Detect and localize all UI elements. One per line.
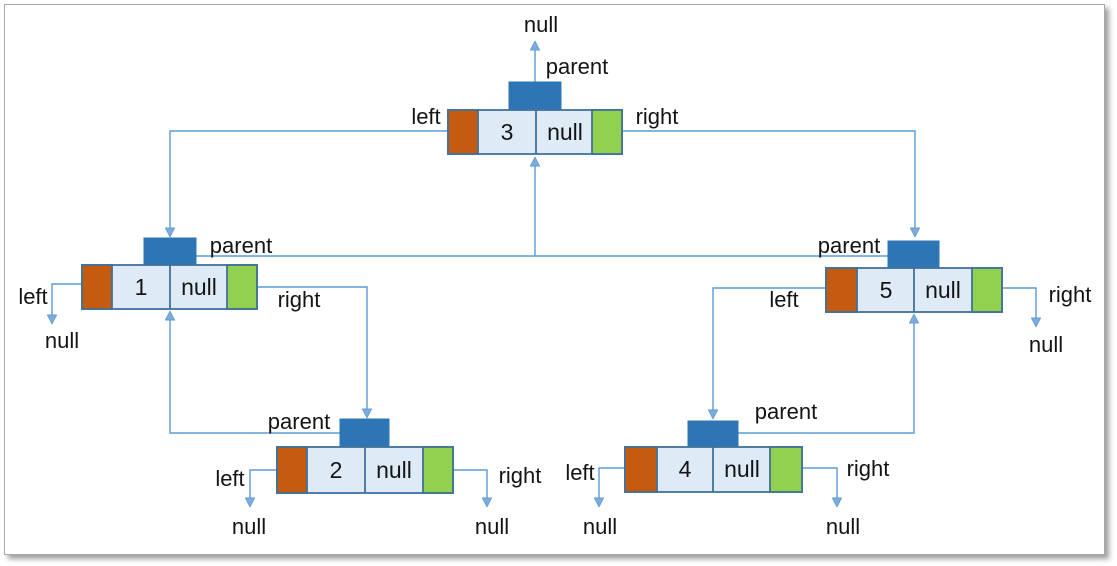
edge-node2-left-to-null xyxy=(244,469,277,508)
node4-left-label: left xyxy=(565,460,594,485)
edge-node4-right-to-null xyxy=(802,467,843,508)
node3-parent-null-label: null xyxy=(524,12,558,37)
node5-right-null-label: null xyxy=(1029,332,1063,357)
node2-left-null-label: null xyxy=(232,514,266,539)
node3-left-pointer-cell xyxy=(447,109,479,155)
node1-left-label: left xyxy=(18,284,47,309)
node4-parent-pointer-tab xyxy=(687,420,739,448)
node5-parent-pointer-tab xyxy=(887,240,940,269)
node1-right-label: right xyxy=(278,287,321,312)
node1-parent-pointer-tab xyxy=(143,237,197,266)
node3-value: 3 xyxy=(501,119,514,145)
edge-root-right-to-node5 xyxy=(622,130,921,238)
node3-left-label: left xyxy=(411,104,440,129)
node3-parent-pointer-tab xyxy=(508,81,562,111)
node1-left-pointer-cell xyxy=(81,264,113,310)
node5-parent-label: parent xyxy=(818,233,880,258)
node3-next-cell-text: null xyxy=(547,119,583,145)
edge-root-left-to-node1 xyxy=(164,130,448,238)
node1-right-pointer-cell xyxy=(226,264,258,310)
edge-node5-right-to-null xyxy=(1002,287,1042,328)
node1-left-null-label: null xyxy=(45,328,79,353)
node2-right-pointer-cell xyxy=(422,446,454,494)
node2-right-label: right xyxy=(499,463,542,488)
node3-right-label: right xyxy=(636,104,679,129)
edges xyxy=(46,40,1042,508)
node2-parent-pointer-tab xyxy=(339,418,390,448)
node2-next-cell-text: null xyxy=(376,457,412,483)
edge-node2-right-to-null xyxy=(453,469,493,508)
node4-next-cell-text: null xyxy=(724,456,760,482)
node-right-child: 5 null parent left right null xyxy=(769,233,1091,357)
edge-node2-parent-to-node1 xyxy=(164,310,340,434)
node4-right-null-label: null xyxy=(826,514,860,539)
edge-node4-left-to-null xyxy=(593,467,625,508)
node2-parent-label: parent xyxy=(268,409,330,434)
node1-value: 1 xyxy=(135,274,148,300)
node2-value: 2 xyxy=(330,457,343,483)
node5-right-label: right xyxy=(1049,282,1092,307)
node2-right-null-label: null xyxy=(475,514,509,539)
node4-left-null-label: null xyxy=(583,514,617,539)
edge-node5-left-to-node4 xyxy=(707,287,826,420)
node-root: 3 null null parent left right xyxy=(411,12,679,155)
node5-value: 5 xyxy=(880,277,893,303)
node-left-child: 1 null parent left null right xyxy=(18,233,320,353)
node3-right-pointer-cell xyxy=(591,109,623,155)
node2-left-label: left xyxy=(215,466,244,491)
node4-left-pointer-cell xyxy=(624,446,658,493)
node5-left-label: left xyxy=(769,287,798,312)
node4-right-label: right xyxy=(847,456,890,481)
node5-left-pointer-cell xyxy=(825,267,858,313)
node4-right-pointer-cell xyxy=(769,446,803,493)
node1-parent-label: parent xyxy=(210,233,272,258)
node5-next-cell-text: null xyxy=(925,277,961,303)
node-left-grandchild: 2 null parent left null right null xyxy=(215,409,541,539)
edge-node1-left-to-null xyxy=(46,283,82,325)
node5-right-pointer-cell xyxy=(971,267,1003,313)
node2-left-pointer-cell xyxy=(276,446,308,494)
node-right-grandchild: 4 null parent left null right null xyxy=(565,399,889,539)
edge-node4-parent-to-node5 xyxy=(738,313,920,434)
node1-next-cell-text: null xyxy=(181,274,217,300)
node4-value: 4 xyxy=(679,456,692,482)
edge-node1-right-to-node2 xyxy=(257,286,373,419)
node4-parent-label: parent xyxy=(755,399,817,424)
node3-parent-label: parent xyxy=(546,54,608,79)
